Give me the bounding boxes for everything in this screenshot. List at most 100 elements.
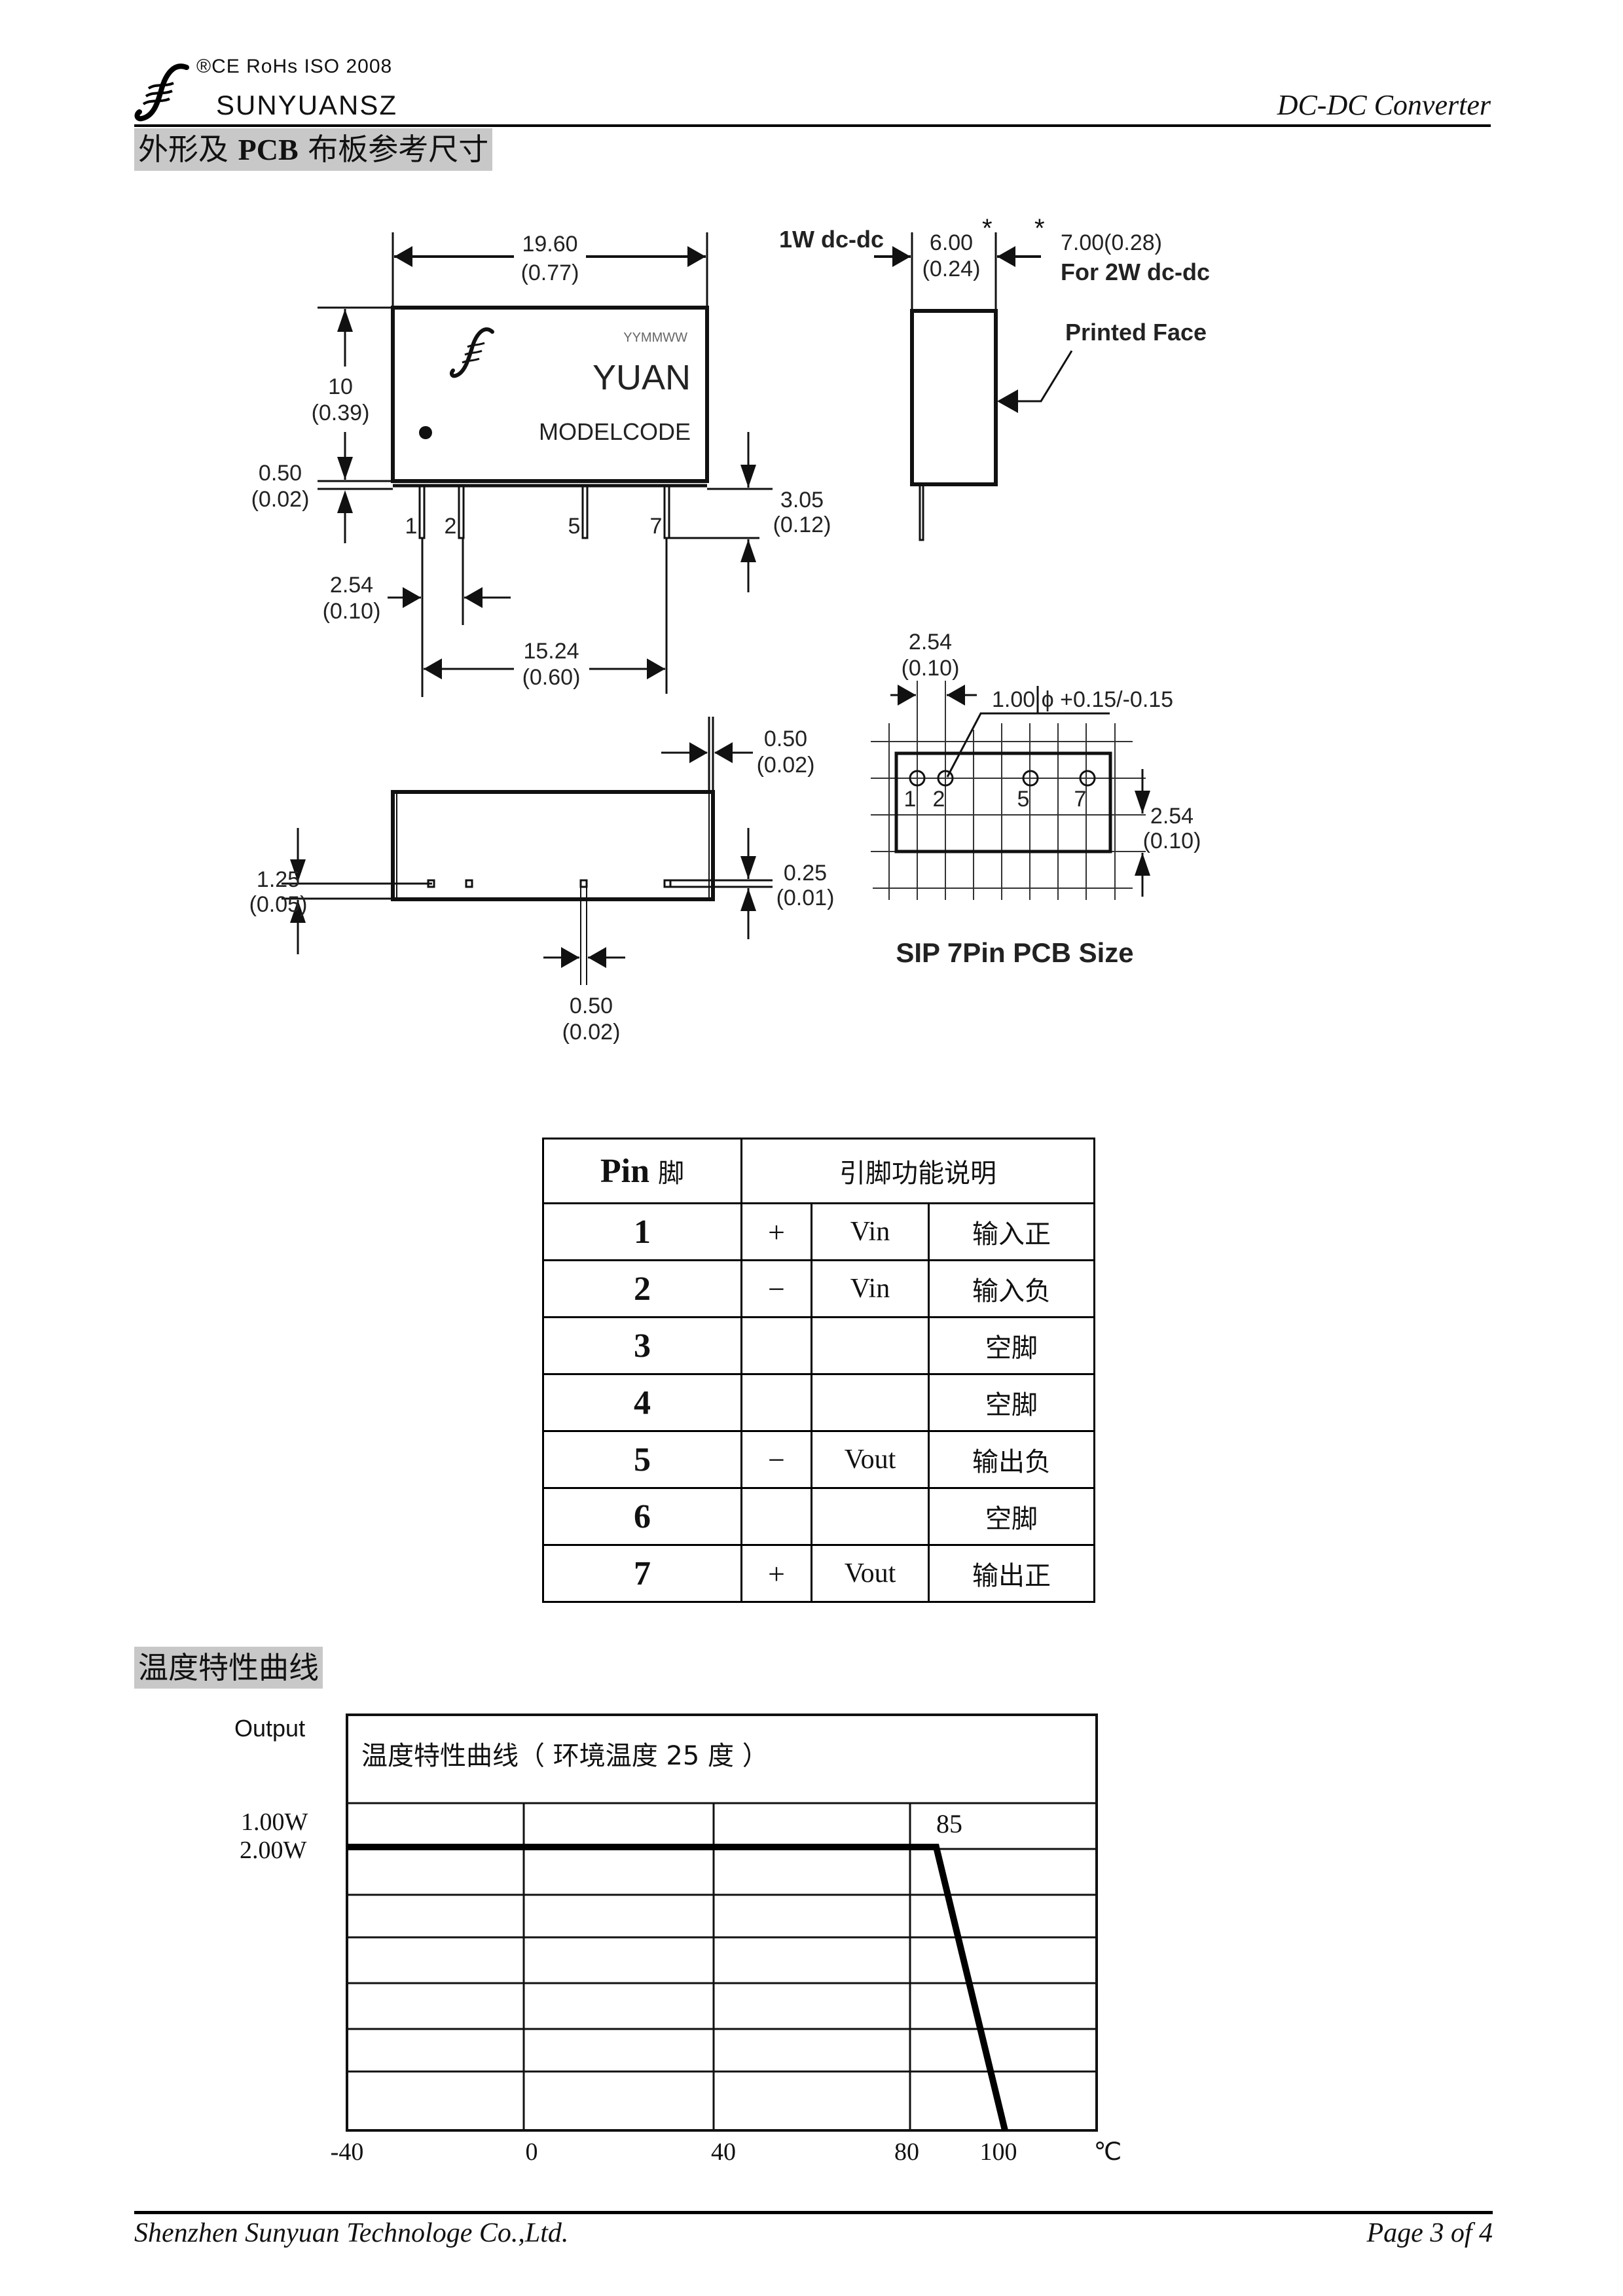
body-model-code: MODELCODE <box>539 418 691 445</box>
pcb-pin-label: 7 <box>1074 787 1087 812</box>
front-view-logo-icon <box>449 327 494 378</box>
bottom-edge-in: (0.02) <box>757 753 815 778</box>
front-span-mm: 15.24 <box>523 639 579 664</box>
chart-title: 温度特性曲线（ 环境温度 25 度 ） <box>361 1741 769 1771</box>
front-standoff-in: (0.02) <box>251 487 310 512</box>
pin-signal <box>811 1373 930 1432</box>
x-axis-unit: ℃ <box>1094 2138 1122 2166</box>
derating-point-annotation: 85 <box>936 1809 962 1839</box>
pin-description: 输入正 <box>928 1202 1095 1261</box>
pcb-row-in: (0.10) <box>1143 829 1201 853</box>
front-height-in: (0.39) <box>312 401 370 425</box>
front-view <box>318 232 773 697</box>
pin-description: 空脚 <box>928 1373 1095 1432</box>
pin-description: 输出负 <box>928 1430 1095 1489</box>
x-tick-label: 100 <box>980 2138 1017 2166</box>
pcb-pitch-in: (0.10) <box>902 656 960 681</box>
pin-signal: Vin <box>811 1202 930 1261</box>
y-axis-label: Output <box>234 1715 306 1742</box>
pin-description: 空脚 <box>928 1487 1095 1546</box>
bottom-pinthk-mm: 0.25 <box>784 861 827 886</box>
pin-description: 输入负 <box>928 1259 1095 1318</box>
y-tick-label-2w: 2.00W <box>240 1837 307 1864</box>
front-pinlen-in: (0.12) <box>773 512 831 537</box>
front-pin-label: 7 <box>650 514 663 539</box>
pin-number: 6 <box>542 1487 742 1546</box>
front-pitch-mm: 2.54 <box>330 573 373 598</box>
front-pinlen-mm: 3.05 <box>780 488 824 512</box>
bottom-offset-in: (0.05) <box>249 892 308 917</box>
pcb-pin-label: 5 <box>1017 787 1030 812</box>
front-height-mm: 10 <box>328 374 353 399</box>
bottom-pinthk-in: (0.01) <box>776 886 835 910</box>
pin-polarity: − <box>740 1430 812 1489</box>
side-1w-label: 1W dc-dc <box>779 226 884 253</box>
dimension-drawings: 19.60 (0.77) 10 (0.39) 0.50 (0.02) 3.05 … <box>249 214 1210 1045</box>
header-pin: Pin 脚 <box>542 1138 742 1204</box>
front-pin-label: 2 <box>445 514 457 539</box>
front-standoff-mm: 0.50 <box>259 461 302 486</box>
pin-polarity <box>740 1487 812 1546</box>
pin-table-row: 4 空脚 <box>542 1373 1095 1432</box>
body-date-code: YYMMWW <box>623 331 687 345</box>
printed-face-label: Printed Face <box>1065 319 1207 346</box>
pin-signal: Vin <box>811 1259 930 1318</box>
bottom-edge-mm: 0.50 <box>764 726 807 751</box>
front-width-in: (0.77) <box>521 260 579 285</box>
pin-signal: Vout <box>811 1430 930 1489</box>
bottom-pinw-mm: 0.50 <box>570 994 613 1018</box>
header-function: 引脚功能说明 <box>740 1138 1095 1204</box>
pcb-pin-label: 1 <box>904 787 917 812</box>
pcb-pin-label: 2 <box>933 787 945 812</box>
side-alt-note: For 2W dc-dc <box>1061 259 1210 285</box>
header: ®CE RoHs ISO 2008 SUNYUANSZ DC-DC Conver… <box>134 56 1491 128</box>
front-pin-label: 5 <box>568 514 581 539</box>
x-tick-label: 0 <box>526 2138 538 2166</box>
side-width-in: (0.24) <box>922 257 981 281</box>
pin-number: 2 <box>542 1259 742 1318</box>
footer-company: Shenzhen Sunyuan Technologe Co.,Ltd. <box>134 2218 569 2248</box>
pcb-caption: SIP 7Pin PCB Size <box>896 937 1133 968</box>
document-type: DC-DC Converter <box>1277 89 1491 121</box>
front-pitch-in: (0.10) <box>323 599 381 624</box>
pcb-row-mm: 2.54 <box>1150 804 1194 829</box>
pin-polarity: + <box>740 1202 812 1261</box>
pin-number: 7 <box>542 1544 742 1603</box>
pin-table-header: Pin 脚 引脚功能说明 <box>542 1138 1095 1204</box>
pin-signal <box>811 1487 930 1546</box>
pin-polarity: − <box>740 1259 812 1318</box>
pin-polarity: + <box>740 1544 812 1603</box>
pin-description: 空脚 <box>928 1316 1095 1375</box>
brand-name: SUNYUANSZ <box>216 90 398 120</box>
section-heading-outline: 外形及 PCB 布板参考尺寸 <box>134 128 493 171</box>
pin-signal: Vout <box>811 1544 930 1603</box>
front-span-in: (0.60) <box>522 665 581 690</box>
pcb-hole-spec: 1.00 ϕ +0.15/-0.15 <box>992 687 1173 712</box>
side-width-mm: 6.00 <box>930 230 973 255</box>
pin-number: 1 <box>542 1202 742 1261</box>
side-alt-width: 7.00(0.28) <box>1061 230 1162 255</box>
footer-divider <box>134 2211 1493 2214</box>
y-tick-label-1w: 1.00W <box>241 1808 308 1836</box>
pcb-view <box>871 681 1150 900</box>
body-brand: YUAN <box>593 358 691 397</box>
pin-signal <box>811 1316 930 1375</box>
bottom-offset-mm: 1.25 <box>257 867 300 892</box>
side-star-1: * <box>982 214 993 243</box>
pin-description: 输出正 <box>928 1544 1095 1603</box>
x-tick-label: 40 <box>711 2138 736 2166</box>
side-view <box>874 232 1073 541</box>
x-tick-label: 80 <box>894 2138 919 2166</box>
footer-page-number: Page 3 of 4 <box>1366 2218 1493 2248</box>
pcb-pitch-mm: 2.54 <box>909 630 952 655</box>
pin-table-row: 6 空脚 <box>542 1487 1095 1546</box>
chart-frame <box>346 1713 1098 2132</box>
pin-number: 4 <box>542 1373 742 1432</box>
certification-marks: ®CE RoHs ISO 2008 <box>196 56 393 77</box>
header-divider <box>134 124 1491 127</box>
